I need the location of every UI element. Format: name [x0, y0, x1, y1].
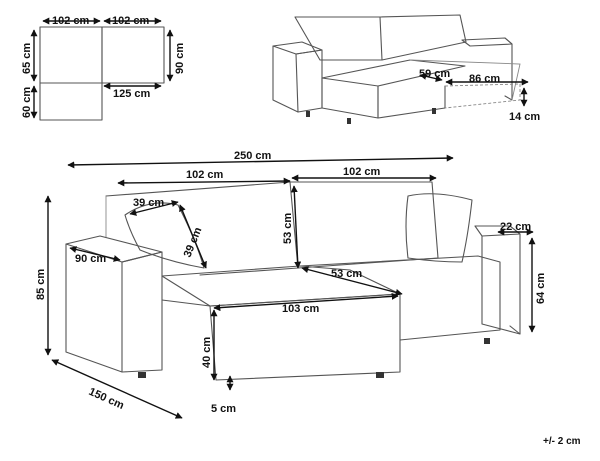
- top-plan-view: 102 cm 102 cm 65 cm 60 cm 90 cm 125 cm: [21, 15, 186, 121]
- label-seat-height: 40 cm: [201, 337, 213, 368]
- label-total-width: 250 cm: [234, 150, 272, 162]
- label-chaise-length: 103 cm: [282, 303, 320, 315]
- dim-line-backrest-height: [290, 185, 302, 269]
- tolerance-note: +/- 2 cm: [543, 436, 581, 447]
- label-top-depth-chaise: 60 cm: [21, 87, 33, 118]
- dim-line-module-left: [117, 177, 291, 187]
- label-armrest-height: 64 cm: [535, 273, 547, 304]
- label-armrest-right: 22 cm: [500, 221, 531, 233]
- label-top-width-bottom: 125 cm: [113, 88, 151, 100]
- label-total-height: 85 cm: [35, 269, 47, 300]
- label-cushion-height: 39 cm: [182, 226, 205, 260]
- label-small-leg-height: 14 cm: [509, 111, 540, 123]
- perspective-view-small: 59 cm 86 cm 14 cm: [272, 14, 540, 124]
- label-top-depth-back: 65 cm: [21, 43, 33, 74]
- label-armrest-left: 90 cm: [75, 253, 106, 265]
- label-leg-height: 5 cm: [211, 403, 236, 415]
- label-module-right: 102 cm: [343, 166, 381, 178]
- dim-line-chaise-length: [213, 292, 399, 312]
- dim-line-total-depth: [51, 359, 183, 419]
- label-top-width-left: 102 cm: [52, 15, 90, 27]
- dim-line-chaise-width: [419, 72, 443, 83]
- dim-line-total-width: [67, 154, 454, 169]
- label-seat-width: 86 cm: [469, 73, 500, 85]
- dim-line-armrest-left: [69, 246, 121, 262]
- dim-line-seat-depth: [301, 266, 403, 296]
- label-module-left: 102 cm: [186, 169, 224, 181]
- dim-line-cushion-height: [179, 204, 207, 269]
- label-top-depth-total: 90 cm: [174, 43, 186, 74]
- label-top-width-right: 102 cm: [112, 15, 150, 27]
- label-backrest-height: 53 cm: [282, 213, 294, 244]
- dim-line-cushion-width: [129, 200, 179, 216]
- label-seat-depth: 53 cm: [331, 268, 362, 280]
- label-chaise-width: 59 cm: [419, 68, 450, 80]
- label-cushion-width: 39 cm: [133, 197, 164, 209]
- perspective-view-main: 250 cm 102 cm 102 cm 39 cm 39 cm 53 cm 5…: [35, 150, 547, 419]
